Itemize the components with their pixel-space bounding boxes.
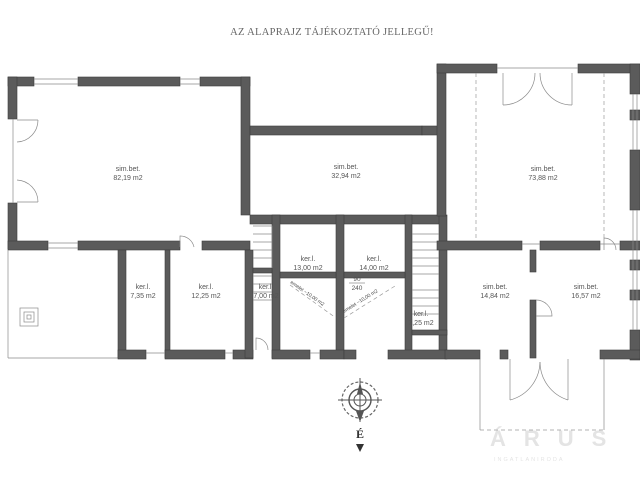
- center-storage-walls: [279, 271, 406, 279]
- room-area: 13,00 m2: [293, 265, 322, 272]
- room-area: 16,57 m2: [571, 293, 600, 300]
- room-area: 12,25 m2: [191, 293, 220, 300]
- stair-note-left: emelet ~10,00 m2: [289, 280, 326, 308]
- right-double-door: [497, 67, 578, 106]
- room-name: sim.bet.: [483, 284, 508, 291]
- room-name: ker.l.: [414, 311, 429, 318]
- room-name: sim.bet.: [334, 164, 359, 171]
- room-labels: sim.bet. 82,19 m2 sim.bet. 32,94 m2 sim.…: [113, 164, 600, 327]
- room-area: 82,19 m2: [113, 175, 142, 182]
- dimension-label: 90: [353, 276, 361, 283]
- center-walls: [249, 125, 446, 225]
- room-area: 14,00 m2: [359, 265, 388, 272]
- stair-note-right: emelet ~10,00 m2: [342, 288, 379, 314]
- door-arc: [255, 337, 269, 351]
- room-name: ker.l.: [367, 256, 382, 263]
- left-terrace: [7, 250, 118, 359]
- room-area: 73,88 m2: [528, 175, 557, 182]
- left-double-door: [12, 119, 39, 203]
- room-area: 7,25 m2: [408, 320, 433, 327]
- dimension-label: 240: [352, 285, 363, 292]
- stairs-right: [343, 233, 439, 319]
- right-windows: [522, 94, 638, 330]
- room-area: 7,00 m2: [253, 293, 278, 300]
- door-arc: [603, 237, 617, 251]
- compass-north-label: É: [356, 427, 364, 441]
- right-terrace: [479, 359, 605, 431]
- left-wing-windows: [34, 78, 200, 249]
- left-small-rooms-walls: [117, 249, 254, 360]
- door-arc: [535, 299, 553, 317]
- room-name: ker.l.: [259, 284, 274, 291]
- room-name: ker.l.: [301, 256, 316, 263]
- watermark-logo: ÁRUS: [490, 426, 624, 451]
- room-name: sim.bet.: [531, 166, 556, 173]
- compass-icon: [338, 378, 382, 422]
- right-wing-dashed: [475, 73, 605, 241]
- room-area: 7,35 m2: [130, 293, 155, 300]
- room-name: sim.bet.: [574, 284, 599, 291]
- left-wing-walls: [7, 76, 251, 251]
- north-arrow-icon: [356, 444, 364, 452]
- watermark-subtitle: INGATLANIRODA: [494, 457, 565, 463]
- right-wing-walls: [436, 63, 640, 361]
- plan-title: AZ ALAPRAJZ TÁJÉKOZTATÓ JELLEGŰ!: [230, 26, 434, 38]
- room-area: 14,84 m2: [480, 293, 509, 300]
- room-area: 32,94 m2: [331, 173, 360, 180]
- stair-block-walls: [252, 214, 448, 360]
- room-name: ker.l.: [199, 284, 214, 291]
- room-name: ker.l.: [136, 284, 151, 291]
- door-arc: [179, 235, 195, 248]
- room-name: sim.bet.: [116, 166, 141, 173]
- stairs-left: [253, 225, 337, 319]
